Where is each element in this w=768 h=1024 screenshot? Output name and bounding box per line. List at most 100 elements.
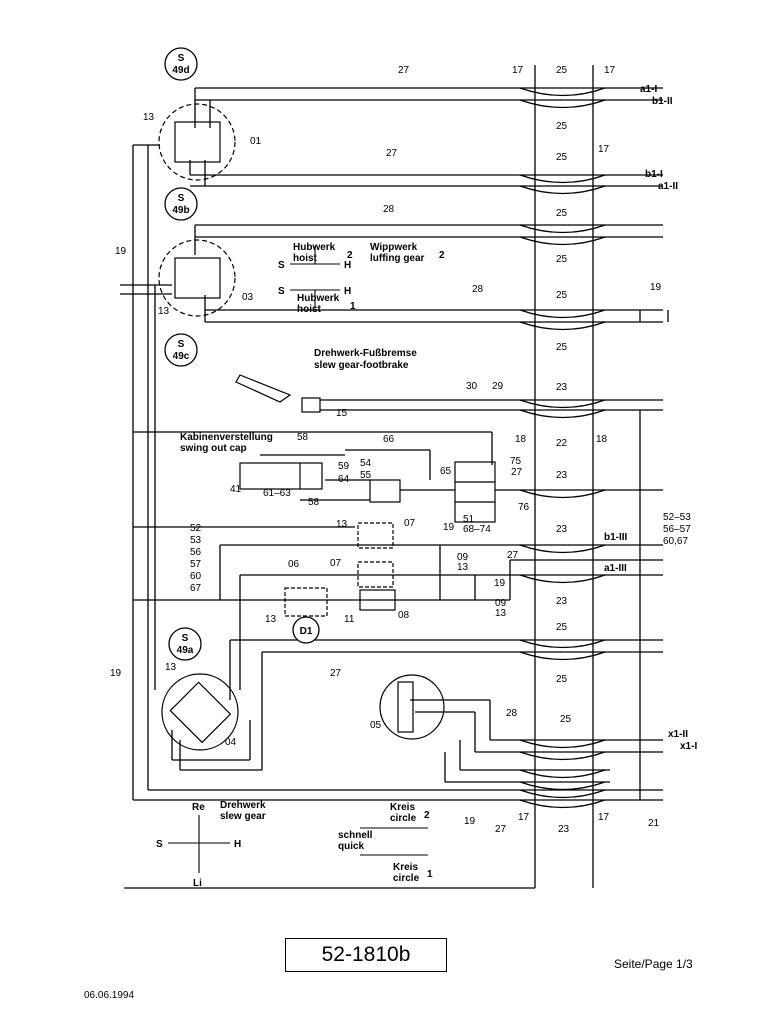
component-09a-label: 09 xyxy=(457,552,469,563)
component-15-label: 15 xyxy=(336,408,348,419)
component-05-label: 05 xyxy=(370,720,382,731)
sensor-d1 xyxy=(292,616,320,644)
direction-h-lower: H xyxy=(344,286,351,297)
page-label: Seite/Page 1/3 xyxy=(614,957,693,971)
component-13e-label: 13 xyxy=(495,608,507,619)
line-30-label: 30 xyxy=(466,381,478,392)
component-09b-label: 09 xyxy=(495,598,507,609)
hoist-1-label: hoist xyxy=(297,304,322,315)
component-11-label: 11 xyxy=(344,614,355,625)
line-23e-label: 23 xyxy=(558,824,570,835)
sensor-s49c-label-bottom: 49c xyxy=(173,351,190,362)
line-23a-label: 23 xyxy=(556,382,568,393)
line-21-label: 21 xyxy=(648,818,660,829)
port-b1-III: b1-III xyxy=(604,532,628,543)
component-58a-label: 58 xyxy=(297,432,309,443)
hubwerk-2-label: Hubwerk xyxy=(293,242,336,253)
side-list-right-1: 56–57 xyxy=(663,524,691,535)
line-25d-label: 25 xyxy=(556,208,568,219)
port-a1-I: a1-I xyxy=(640,84,657,95)
line-28b-label: 28 xyxy=(472,284,484,295)
side-list-left-1: 53 xyxy=(190,535,202,546)
hubwerk-1-label: Hubwerk xyxy=(297,293,340,304)
line-25h-label: 25 xyxy=(556,622,568,633)
directional-valve-51 xyxy=(454,461,496,523)
line-27a-label: 27 xyxy=(398,65,410,76)
line-17b-label: 17 xyxy=(604,65,616,76)
wippwerk-label: Wippwerk xyxy=(370,242,418,253)
port-x1-I: x1-I xyxy=(680,741,697,752)
line-18a-label: 18 xyxy=(515,434,527,445)
valve-06 xyxy=(284,587,328,617)
component-13a-label: 13 xyxy=(143,112,155,123)
sensor-d1-label: D1 xyxy=(300,626,313,637)
line-23d-label: 23 xyxy=(556,596,568,607)
side-list-left-5: 67 xyxy=(190,583,202,594)
valve-03 xyxy=(158,239,236,317)
line-23b-label: 23 xyxy=(556,470,568,481)
sensor-s49d-label-bottom: 49d xyxy=(172,65,189,76)
quick-en-label: quick xyxy=(338,841,365,852)
line-19c-label: 19 xyxy=(443,522,455,533)
component-04-label: 04 xyxy=(225,737,237,748)
component-08-label: 08 xyxy=(398,610,410,621)
component-59-label: 59 xyxy=(338,461,350,472)
component-13c-label: 13 xyxy=(336,519,348,530)
component-68-74-label: 68–74 xyxy=(463,524,491,535)
component-06-label: 06 xyxy=(288,559,300,570)
footbrake-en-label: slew gear-footbrake xyxy=(314,360,409,371)
direction-s-lower: S xyxy=(278,286,285,297)
line-17e-label: 17 xyxy=(598,812,610,823)
line-19b-label: 19 xyxy=(650,282,662,293)
cylinder-41 xyxy=(239,462,323,490)
quick-de-label: schnell xyxy=(338,830,373,841)
side-list-right-2: 60,67 xyxy=(663,536,688,547)
component-07a-label: 07 xyxy=(404,518,416,529)
direction-s-upper: S xyxy=(278,260,285,271)
component-58b-label: 58 xyxy=(308,497,320,508)
direction-s-slew: S xyxy=(156,839,163,850)
line-23c-label: 23 xyxy=(556,524,568,535)
sensor-s49a xyxy=(168,627,202,661)
side-list-left-3: 57 xyxy=(190,559,202,570)
line-19d-label: 19 xyxy=(494,578,506,589)
luffing-gear-number: 2 xyxy=(439,250,445,261)
side-list-right-0: 52–53 xyxy=(663,512,691,523)
valve-04 xyxy=(161,673,239,751)
footbrake-de-label: Drehwerk-Fußbremse xyxy=(314,348,417,359)
circuit-1-en-label: circle xyxy=(393,873,420,884)
footbrake-pedal xyxy=(235,374,292,403)
line-27c-label: 27 xyxy=(511,467,523,478)
valve-05 xyxy=(379,674,445,740)
drawing-number: 52-1810b xyxy=(321,943,411,966)
line-25b-label: 25 xyxy=(556,121,568,132)
port-b1-II: b1-II xyxy=(652,96,673,107)
sensor-s49a-label-bottom: 49a xyxy=(177,645,194,656)
sensor-s49b-label-top: S xyxy=(178,193,185,204)
line-27d-label: 27 xyxy=(507,550,519,561)
line-28c-label: 28 xyxy=(506,708,518,719)
sensor-s49c-label-top: S xyxy=(178,339,185,350)
valve-65 xyxy=(369,479,401,503)
direction-h-slew: H xyxy=(234,839,241,850)
port-a1-III: a1-III xyxy=(604,563,627,574)
line-25e-label: 25 xyxy=(556,254,568,265)
direction-li-label: Li xyxy=(193,878,202,889)
port-b1-I: b1-I xyxy=(645,169,663,180)
side-list-left-0: 52 xyxy=(190,523,202,534)
valve-08 xyxy=(359,589,396,611)
circuit-1-de-label: Kreis xyxy=(393,862,418,873)
component-13f-label: 13 xyxy=(265,614,277,625)
component-51-label: 51 xyxy=(463,514,475,525)
sensor-s49b xyxy=(164,187,198,221)
direction-re-label: Re xyxy=(192,802,205,813)
line-17d-label: 17 xyxy=(518,812,530,823)
line-25j-label: 25 xyxy=(560,714,572,725)
pipe-lines xyxy=(120,65,669,889)
circuit-1-number: 1 xyxy=(427,869,433,880)
line-25f-label: 25 xyxy=(556,290,568,301)
component-64-label: 64 xyxy=(338,474,350,485)
component-07b-label: 07 xyxy=(330,558,342,569)
component-01-label: 01 xyxy=(250,136,262,147)
component-55-label: 55 xyxy=(360,470,372,481)
